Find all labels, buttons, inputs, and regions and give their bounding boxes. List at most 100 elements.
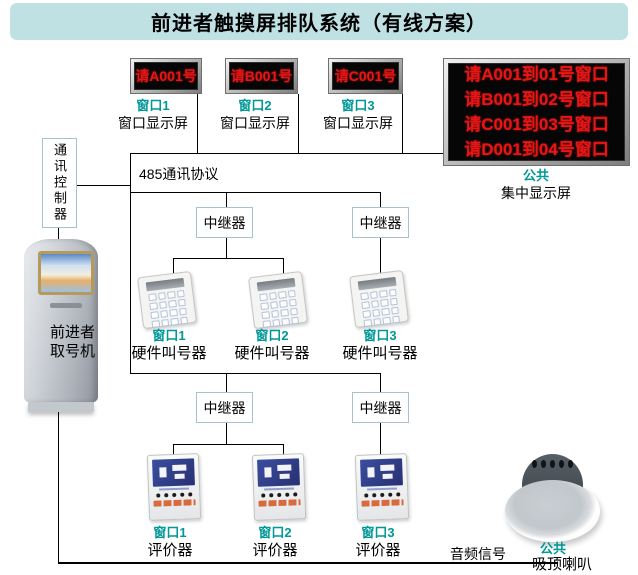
connector-repeater1-stem (226, 238, 227, 258)
comm-controller-box: 通讯控制器 (42, 138, 77, 228)
evaluator1-label: 窗口1 评价器 (130, 525, 210, 559)
connector-evaluator2-drop (283, 444, 284, 456)
window3-label: 窗口3 (341, 98, 375, 113)
caller3-screen (357, 276, 397, 291)
connector-display1-bus (197, 94, 198, 153)
repeater4-label: 中继器 (359, 399, 402, 416)
bus-top-line (130, 153, 443, 154)
caller1-body (137, 270, 197, 330)
connector-bus-repeater1 (226, 192, 227, 207)
speaker-device-label: 吸顶喇叭 (531, 556, 592, 573)
caller2-body (248, 270, 308, 330)
window1-led-text: 请A001号 (134, 62, 198, 90)
connector-repeater3-stem (226, 423, 227, 444)
evaluator2-label: 窗口2 评价器 (235, 525, 315, 559)
caller2-label: 窗口2 硬件叫号器 (232, 328, 312, 362)
repeater1-label: 中继器 (203, 214, 246, 231)
evaluator2-device (251, 453, 307, 521)
evaluator1-window-label: 窗口1 (153, 525, 187, 540)
window3-led-display: 请C001号 (328, 58, 403, 94)
caller3-device-label: 硬件叫号器 (342, 344, 418, 362)
connector-caller3-drop (380, 238, 381, 276)
connector-bus2-repeater3 (226, 373, 227, 392)
caller1-device-label: 硬件叫号器 (131, 344, 207, 362)
caller1-window-label: 窗口1 (152, 328, 186, 343)
evaluator1-screen (152, 458, 195, 487)
repeater1-box: 中继器 (196, 207, 253, 238)
connector-caller1-drop (173, 258, 174, 277)
window2-led-display: 请B001号 (225, 58, 298, 94)
evaluator2-window-label: 窗口2 (258, 525, 292, 540)
window1-led-display: 请A001号 (130, 58, 202, 94)
public-display-device-label: 集中显示屏 (501, 184, 571, 201)
caller1-screen (145, 277, 185, 292)
kiosk-screen (38, 251, 94, 295)
speaker-image (505, 452, 600, 544)
public-led-line3: 请C001到03号窗口 (464, 115, 609, 134)
speaker-group-label-block: 公共 (503, 541, 603, 557)
evaluator3-device-label: 评价器 (355, 541, 401, 559)
kiosk-label-line2: 取号机 (50, 343, 96, 360)
repeater2-label: 中继器 (359, 214, 402, 231)
window2-label: 窗口2 (238, 98, 272, 113)
caller3-body (349, 269, 409, 329)
evaluator3-window-label: 窗口3 (361, 525, 395, 540)
caller2-device-label: 硬件叫号器 (234, 344, 310, 362)
evaluator3-label: 窗口3 评价器 (338, 525, 418, 559)
repeater4-box: 中继器 (352, 392, 409, 423)
caller3-window-label: 窗口3 (363, 328, 397, 343)
window2-display-label: 窗口2 窗口显示屏 (218, 98, 292, 131)
evaluator3-strip (361, 499, 404, 507)
evaluator1-device-label: 评价器 (147, 541, 193, 559)
caller3-keys (360, 288, 401, 327)
caller3-label: 窗口3 硬件叫号器 (340, 328, 420, 362)
caller2-device (248, 270, 308, 330)
evaluator3-device (354, 453, 410, 521)
evaluator1-device (146, 453, 202, 521)
repeater2-box: 中继器 (352, 207, 409, 238)
kiosk-label-line1: 前进者 (50, 324, 96, 341)
connector-display3-bus (402, 94, 403, 153)
caller2-screen (256, 277, 296, 292)
comm-controller-label: 通讯控制器 (52, 143, 67, 223)
evaluator3-buttons (364, 492, 401, 498)
connector-caller2-drop (283, 258, 284, 277)
evaluator3-text (367, 487, 398, 491)
evaluator2-body (251, 453, 307, 521)
window2-display-device-label: 窗口显示屏 (220, 114, 290, 131)
caller1-keys (148, 289, 189, 328)
repeater3-label: 中继器 (203, 399, 246, 416)
window1-display-device-label: 窗口显示屏 (118, 114, 188, 131)
caller1-device (137, 270, 197, 330)
evaluator2-strip (258, 499, 301, 507)
kiosk-label: 前进者 取号机 (50, 323, 110, 361)
public-led-screen: 请A001到01号窗口 请B001到02号窗口 请C001到03号窗口 请D00… (448, 63, 625, 161)
kiosk-base (28, 402, 94, 412)
window3-display-label: 窗口3 窗口显示屏 (321, 98, 395, 131)
connector-controller-bus (77, 185, 130, 186)
evaluator3-body (354, 453, 410, 521)
speaker-device-label-block: 吸顶喇叭 (512, 556, 612, 574)
public-led-line4: 请D001到04号窗口 (464, 140, 609, 159)
evaluator1-body (146, 453, 202, 521)
window3-display-device-label: 窗口显示屏 (323, 114, 393, 131)
connector-bus2-repeater4 (380, 373, 381, 392)
audio-signal-line (58, 562, 557, 564)
evaluator1-strip (153, 499, 196, 507)
speaker-group-label: 公共 (539, 541, 566, 556)
evaluator3-screen (360, 458, 403, 487)
public-led-display: 请A001到01号窗口 请B001到02号窗口 请C001到03号窗口 请D00… (443, 58, 630, 166)
kiosk-body: 前进者 取号机 (24, 239, 98, 403)
bus-protocol-label: 485通讯协议 (139, 166, 219, 182)
diagram-title: 前进者触摸屏排队系统（有线方案） (10, 3, 628, 40)
bus-left-line (130, 153, 131, 374)
connector-evaluator1-drop (173, 444, 174, 456)
speaker-cone (505, 480, 600, 542)
connector-repeater1-branch (173, 258, 284, 259)
evaluator2-screen (257, 458, 300, 487)
repeater3-box: 中继器 (196, 392, 253, 423)
evaluator1-text (159, 487, 190, 491)
connector-repeater3-branch (173, 444, 284, 445)
public-display-label: 公共 集中显示屏 (461, 168, 611, 201)
